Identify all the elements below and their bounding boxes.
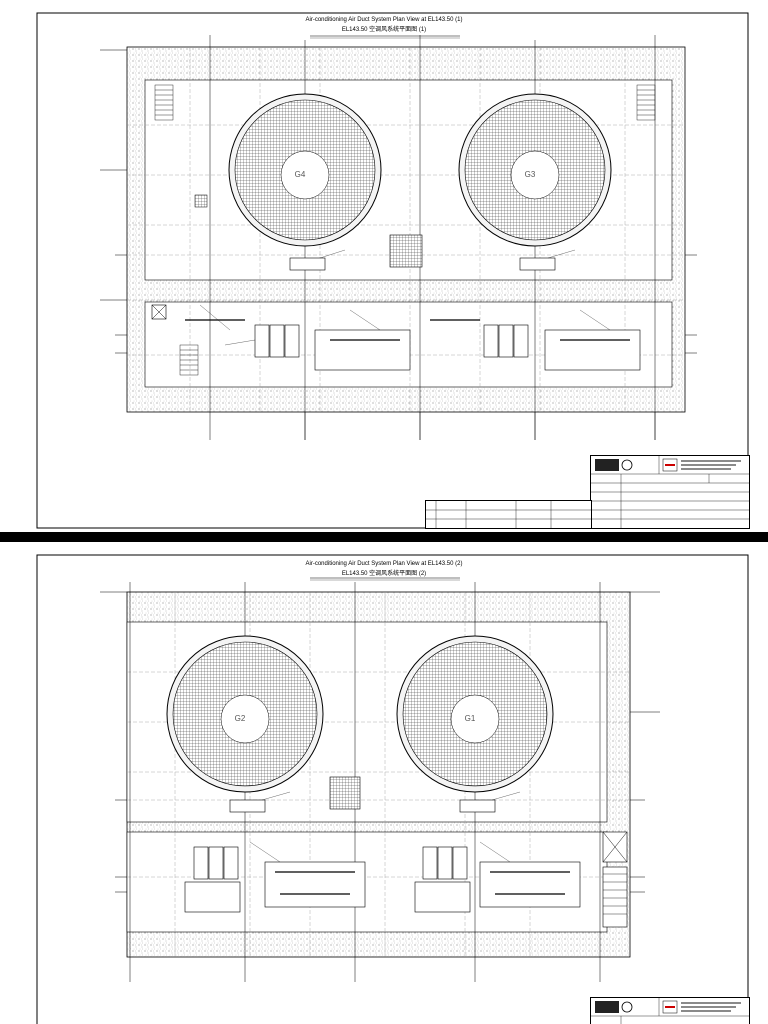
sheet-title: Air-conditioning Air Duct System Plan Vi… xyxy=(305,17,463,23)
unit-label-g2: G2 xyxy=(234,714,246,723)
drawing-sheet-1: Air-conditioning Air Duct System Plan Vi… xyxy=(0,0,768,532)
drawing-sheet-2: Air-conditioning Air Duct System Plan Vi… xyxy=(0,542,768,1024)
unit-label-g1: G1 xyxy=(464,714,476,723)
sheet-title: Air-conditioning Air Duct System Plan Vi… xyxy=(305,561,463,567)
plan-drawing-2 xyxy=(36,554,749,1024)
sheet-subtitle: EL143.50 空调风系统平面图 (2) xyxy=(341,571,427,577)
title-block xyxy=(590,455,750,529)
unit-label-g3: G3 xyxy=(524,170,536,179)
revision-block xyxy=(425,500,592,529)
unit-label-g4: G4 xyxy=(294,170,306,179)
plan-drawing-1 xyxy=(36,12,749,529)
title-block xyxy=(590,997,750,1024)
sheet-subtitle: EL143.50 空调风系统平面图 (1) xyxy=(341,27,427,33)
